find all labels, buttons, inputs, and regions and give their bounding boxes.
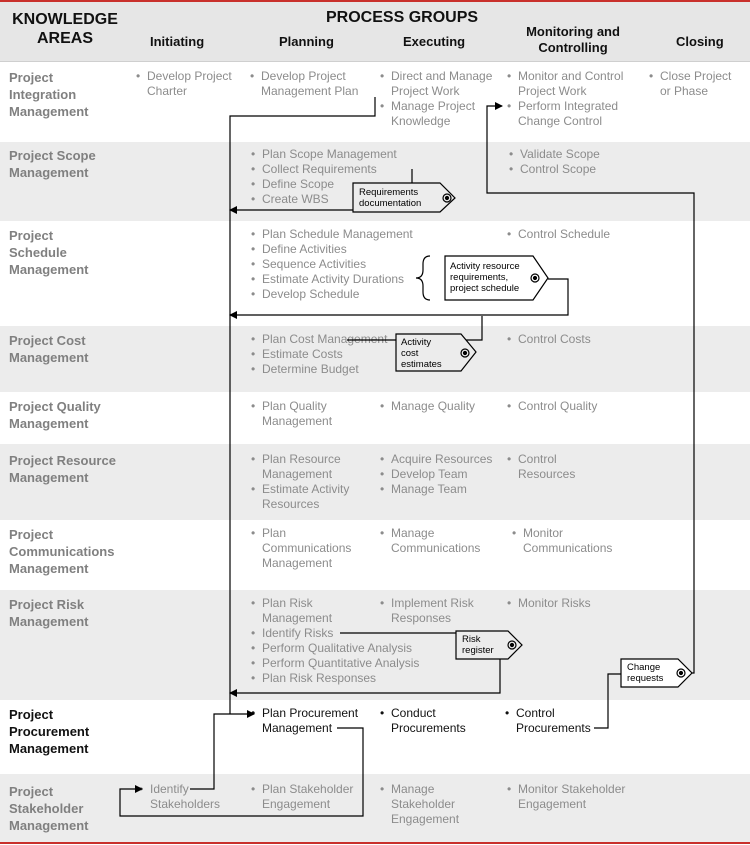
col-executing: Executing	[403, 34, 466, 49]
process-control-quality: •Control Quality	[507, 399, 598, 413]
process-monitor-control-work: •Monitor and Control Project Work	[507, 69, 624, 98]
tag-risk-shape	[455, 630, 523, 660]
process-plan-cost: •Plan Cost Management	[251, 332, 388, 346]
ka-cost: Project Cost Management	[9, 333, 89, 365]
tag-change-requests: Change requests	[627, 662, 664, 684]
ka-stakeholder: Project Stakeholder Management	[9, 784, 89, 833]
process-plan-risk: •Plan Risk Management	[251, 596, 333, 625]
process-plan-communications: •Plan Communications Management	[251, 526, 352, 570]
row-resource	[0, 444, 750, 520]
process-develop-schedule: •Develop Schedule	[251, 287, 360, 301]
tag-risk-register: Risk register	[462, 634, 494, 656]
process-implement-risk-responses: •Implement Risk Responses	[380, 596, 474, 625]
process-monitor-risks: •Monitor Risks	[507, 596, 591, 610]
process-develop-project-charter: •Develop Project Charter	[136, 69, 232, 98]
pm-plan-connector	[229, 97, 376, 714]
process-estimate-activity-resources: •Estimate Activity Resources	[251, 482, 350, 511]
ka-integration: Project Integration Management	[9, 70, 89, 119]
stakeholder-loop	[119, 727, 364, 817]
process-collect-requirements: •Collect Requirements	[251, 162, 377, 176]
tag-schedule-shape	[444, 255, 549, 301]
col-planning: Planning	[279, 34, 334, 49]
process-define-activities: •Define Activities	[251, 242, 347, 256]
process-plan-resource: •Plan Resource Management	[251, 452, 341, 481]
col-monitoring-controlling: Monitoring and Controlling	[526, 24, 620, 55]
process-qualitative-analysis: •Perform Qualitative Analysis	[251, 641, 413, 655]
process-manage-quality: •Manage Quality	[380, 399, 476, 413]
schedule-brace	[415, 255, 431, 301]
identify-to-procurement	[190, 713, 230, 790]
process-monitor-communications: •Monitor Communications	[512, 526, 613, 555]
process-create-wbs: •Create WBS	[251, 192, 329, 206]
tag-change-shape	[620, 658, 693, 688]
process-plan-procurement: •Plan Procurement Management	[251, 706, 359, 735]
tag-activity-resource-requirements: Activity resource requirements, project …	[450, 261, 520, 294]
process-conduct-procurements: •Conduct Procurements	[380, 706, 466, 735]
process-control-costs: •Control Costs	[507, 332, 591, 346]
process-integrated-change-control: •Perform Integrated Change Control	[507, 99, 619, 128]
risk-connector	[229, 632, 501, 697]
process-manage-team: •Manage Team	[380, 482, 467, 496]
ka-communications: Project Communications Management	[9, 527, 115, 576]
process-plan-quality: •Plan Quality Management	[251, 399, 333, 428]
tag-requirements-shape	[352, 182, 456, 213]
control-to-change	[594, 673, 622, 729]
col-initiating: Initiating	[150, 34, 205, 49]
process-manage-stakeholder-engagement: •Manage Stakeholder Engagement	[380, 782, 460, 826]
ka-resource: Project Resource Management	[9, 453, 116, 485]
process-develop-team: •Develop Team	[380, 467, 468, 481]
process-groups-heading: PROCESS GROUPS	[326, 9, 479, 26]
row-stakeholder	[0, 774, 750, 842]
process-control-scope: •Control Scope	[509, 162, 597, 176]
process-close-project: •Close Project or Phase	[649, 69, 732, 98]
process-plan-schedule: •Plan Schedule Management	[251, 227, 413, 241]
ka-procurement: Project Procurement Management	[9, 707, 90, 756]
top-border	[0, 0, 750, 2]
process-define-scope: •Define Scope	[251, 177, 335, 191]
process-plan-scope: •Plan Scope Management	[251, 147, 397, 161]
tag-requirements-documentation: Requirements documentation	[359, 187, 422, 209]
row-cost	[0, 326, 750, 392]
ka-schedule: Project Schedule Management	[9, 228, 89, 277]
process-sequence-activities: •Sequence Activities	[251, 257, 367, 271]
process-estimate-costs: •Estimate Costs	[251, 347, 343, 361]
process-validate-scope: •Validate Scope	[509, 147, 600, 161]
cost-connector	[347, 316, 483, 341]
process-determine-budget: •Determine Budget	[251, 362, 359, 376]
process-acquire-resources: •Acquire Resources	[380, 452, 493, 466]
tag-cost-shape	[395, 333, 477, 372]
process-control-resources: •Control Resources	[507, 452, 576, 481]
ka-quality: Project Quality Management	[9, 399, 101, 431]
process-develop-pm-plan: •Develop Project Management Plan	[250, 69, 359, 98]
change-requests-connector	[486, 102, 695, 674]
process-monitor-stakeholder-engagement: •Monitor Stakeholder Engagement	[507, 782, 626, 811]
ka-risk: Project Risk Management	[9, 597, 89, 629]
bottom-border	[0, 842, 750, 844]
schedule-connector	[229, 278, 569, 319]
process-plan-stakeholder-engagement: •Plan Stakeholder Engagement	[251, 782, 354, 811]
process-manage-knowledge: •Manage Project Knowledge	[380, 99, 476, 128]
process-quantitative-analysis: •Perform Quantitative Analysis	[251, 656, 420, 670]
header-bar: KNOWLEDGE AREAS PROCESS GROUPS Initiatin…	[0, 2, 750, 62]
process-estimate-durations: •Estimate Activity Durations	[251, 272, 405, 286]
process-identify-risks: •Identify Risks	[251, 626, 334, 640]
process-direct-manage-work: •Direct and Manage Project Work	[380, 69, 493, 98]
ka-scope: Project Scope Management	[9, 148, 96, 180]
tag-activity-cost-estimates: Activity cost estimates	[401, 337, 442, 370]
process-manage-communications: •Manage Communications	[380, 526, 481, 555]
process-control-procurements: •Control Procurements	[505, 706, 591, 735]
knowledge-areas-heading: KNOWLEDGE AREAS	[12, 11, 118, 47]
process-control-schedule: •Control Schedule	[507, 227, 611, 241]
col-closing: Closing	[676, 34, 724, 49]
process-plan-risk-responses: •Plan Risk Responses	[251, 671, 377, 685]
